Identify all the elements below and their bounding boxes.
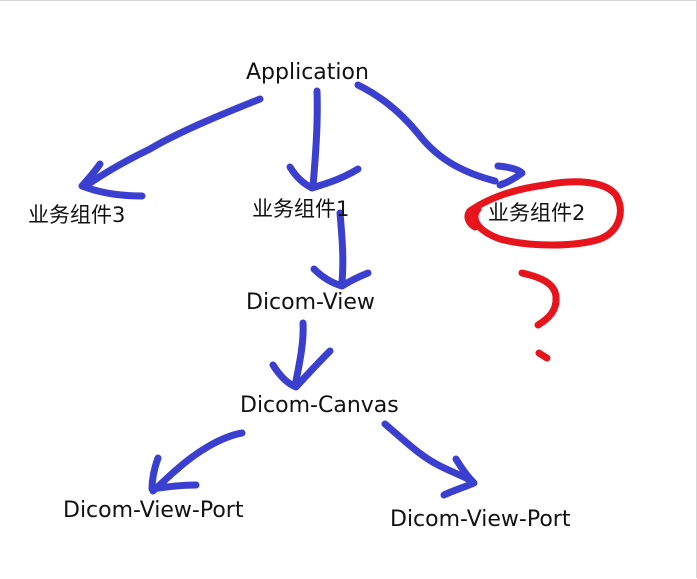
question-mark-dot — [535, 349, 551, 362]
arrowhead-app-to-component2 — [494, 162, 526, 189]
arrow-app-to-component2 — [354, 81, 499, 185]
arrowhead-canvas-to-viewport-right — [440, 455, 478, 499]
node-component-2: 业务组件2 — [488, 201, 586, 225]
node-application: Application — [246, 60, 369, 85]
question-mark-hook — [518, 269, 560, 329]
arrowhead-app-to-component3 — [78, 160, 146, 200]
node-dicom-view-port-right: Dicom-View-Port — [390, 507, 571, 532]
arrow-app-to-component1 — [309, 87, 321, 190]
arrowhead-dicom-view-to-canvas — [269, 347, 334, 391]
arrow-component1-to-dicom-view — [336, 209, 347, 287]
node-dicom-canvas: Dicom-Canvas — [240, 393, 399, 418]
arrowhead-component1-to-dicom-view — [310, 265, 372, 290]
arrow-dicom-view-to-canvas — [292, 319, 307, 385]
node-component-1: 业务组件1 — [252, 197, 350, 221]
arrow-canvas-to-viewport-right — [381, 420, 472, 483]
node-component-3: 业务组件3 — [28, 203, 126, 227]
highlight-circle — [464, 178, 624, 249]
arrow-app-to-component3 — [86, 95, 264, 187]
arrowhead-canvas-to-viewport-left — [148, 454, 200, 493]
node-dicom-view-port-left: Dicom-View-Port — [63, 498, 244, 523]
node-dicom-view: Dicom-View — [246, 290, 375, 315]
arrowhead-app-to-component1 — [286, 163, 362, 192]
